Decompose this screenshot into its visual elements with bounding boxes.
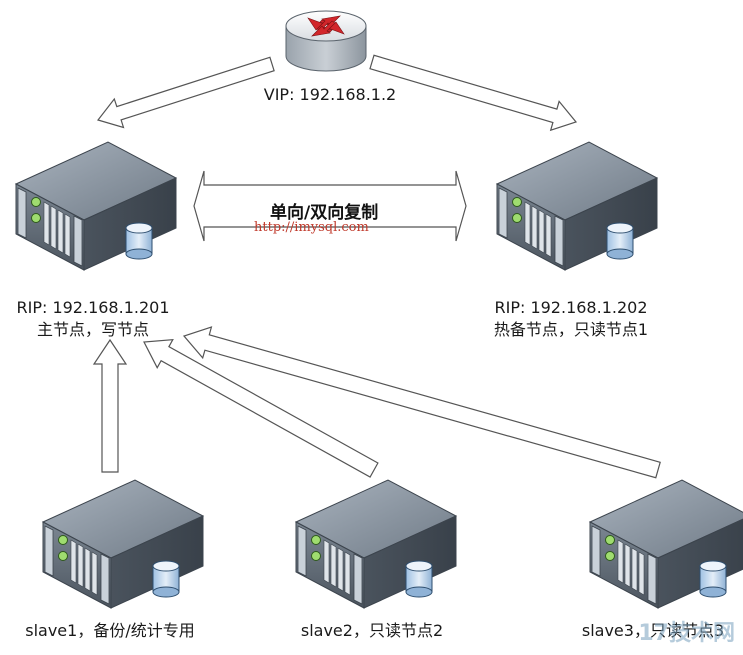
master-role-label: 主节点，写节点 <box>36 320 149 339</box>
slave2-label: slave2，只读节点2 <box>300 621 444 640</box>
slave3-server-icon <box>589 479 743 609</box>
arrow-slave2-to-master <box>143 339 379 478</box>
slave1-server-icon <box>42 479 204 609</box>
replication-link[interactable]: http://imysql.com <box>254 220 369 235</box>
master-rip-label: RIP: 192.168.1.201 <box>16 298 170 317</box>
arrow-slave3-to-master <box>182 326 661 479</box>
master-server-icon <box>15 141 177 271</box>
slave2-server-icon <box>295 479 457 609</box>
standby-rip-label: RIP: 192.168.1.202 <box>494 298 648 317</box>
arrow-slave1-to-master <box>92 338 128 473</box>
vip-label: VIP: 192.168.1.2 <box>263 85 397 104</box>
arrow-replication-bidirectional <box>193 170 467 242</box>
slave1-label: slave1，备份/统计专用 <box>25 621 195 640</box>
arrow-router-to-standby <box>369 54 578 132</box>
router-icon <box>285 10 367 72</box>
slave3-label: slave3，只读节点3 <box>581 621 725 640</box>
standby-role-label: 热备节点，只读节点1 <box>493 320 649 339</box>
watermark-logo: 17技术网 <box>638 621 735 646</box>
standby-server-icon <box>496 141 658 271</box>
replication-label: 单向/双向复制 <box>270 203 379 223</box>
arrow-router-to-master <box>96 56 275 129</box>
connection-arrows <box>92 54 661 479</box>
